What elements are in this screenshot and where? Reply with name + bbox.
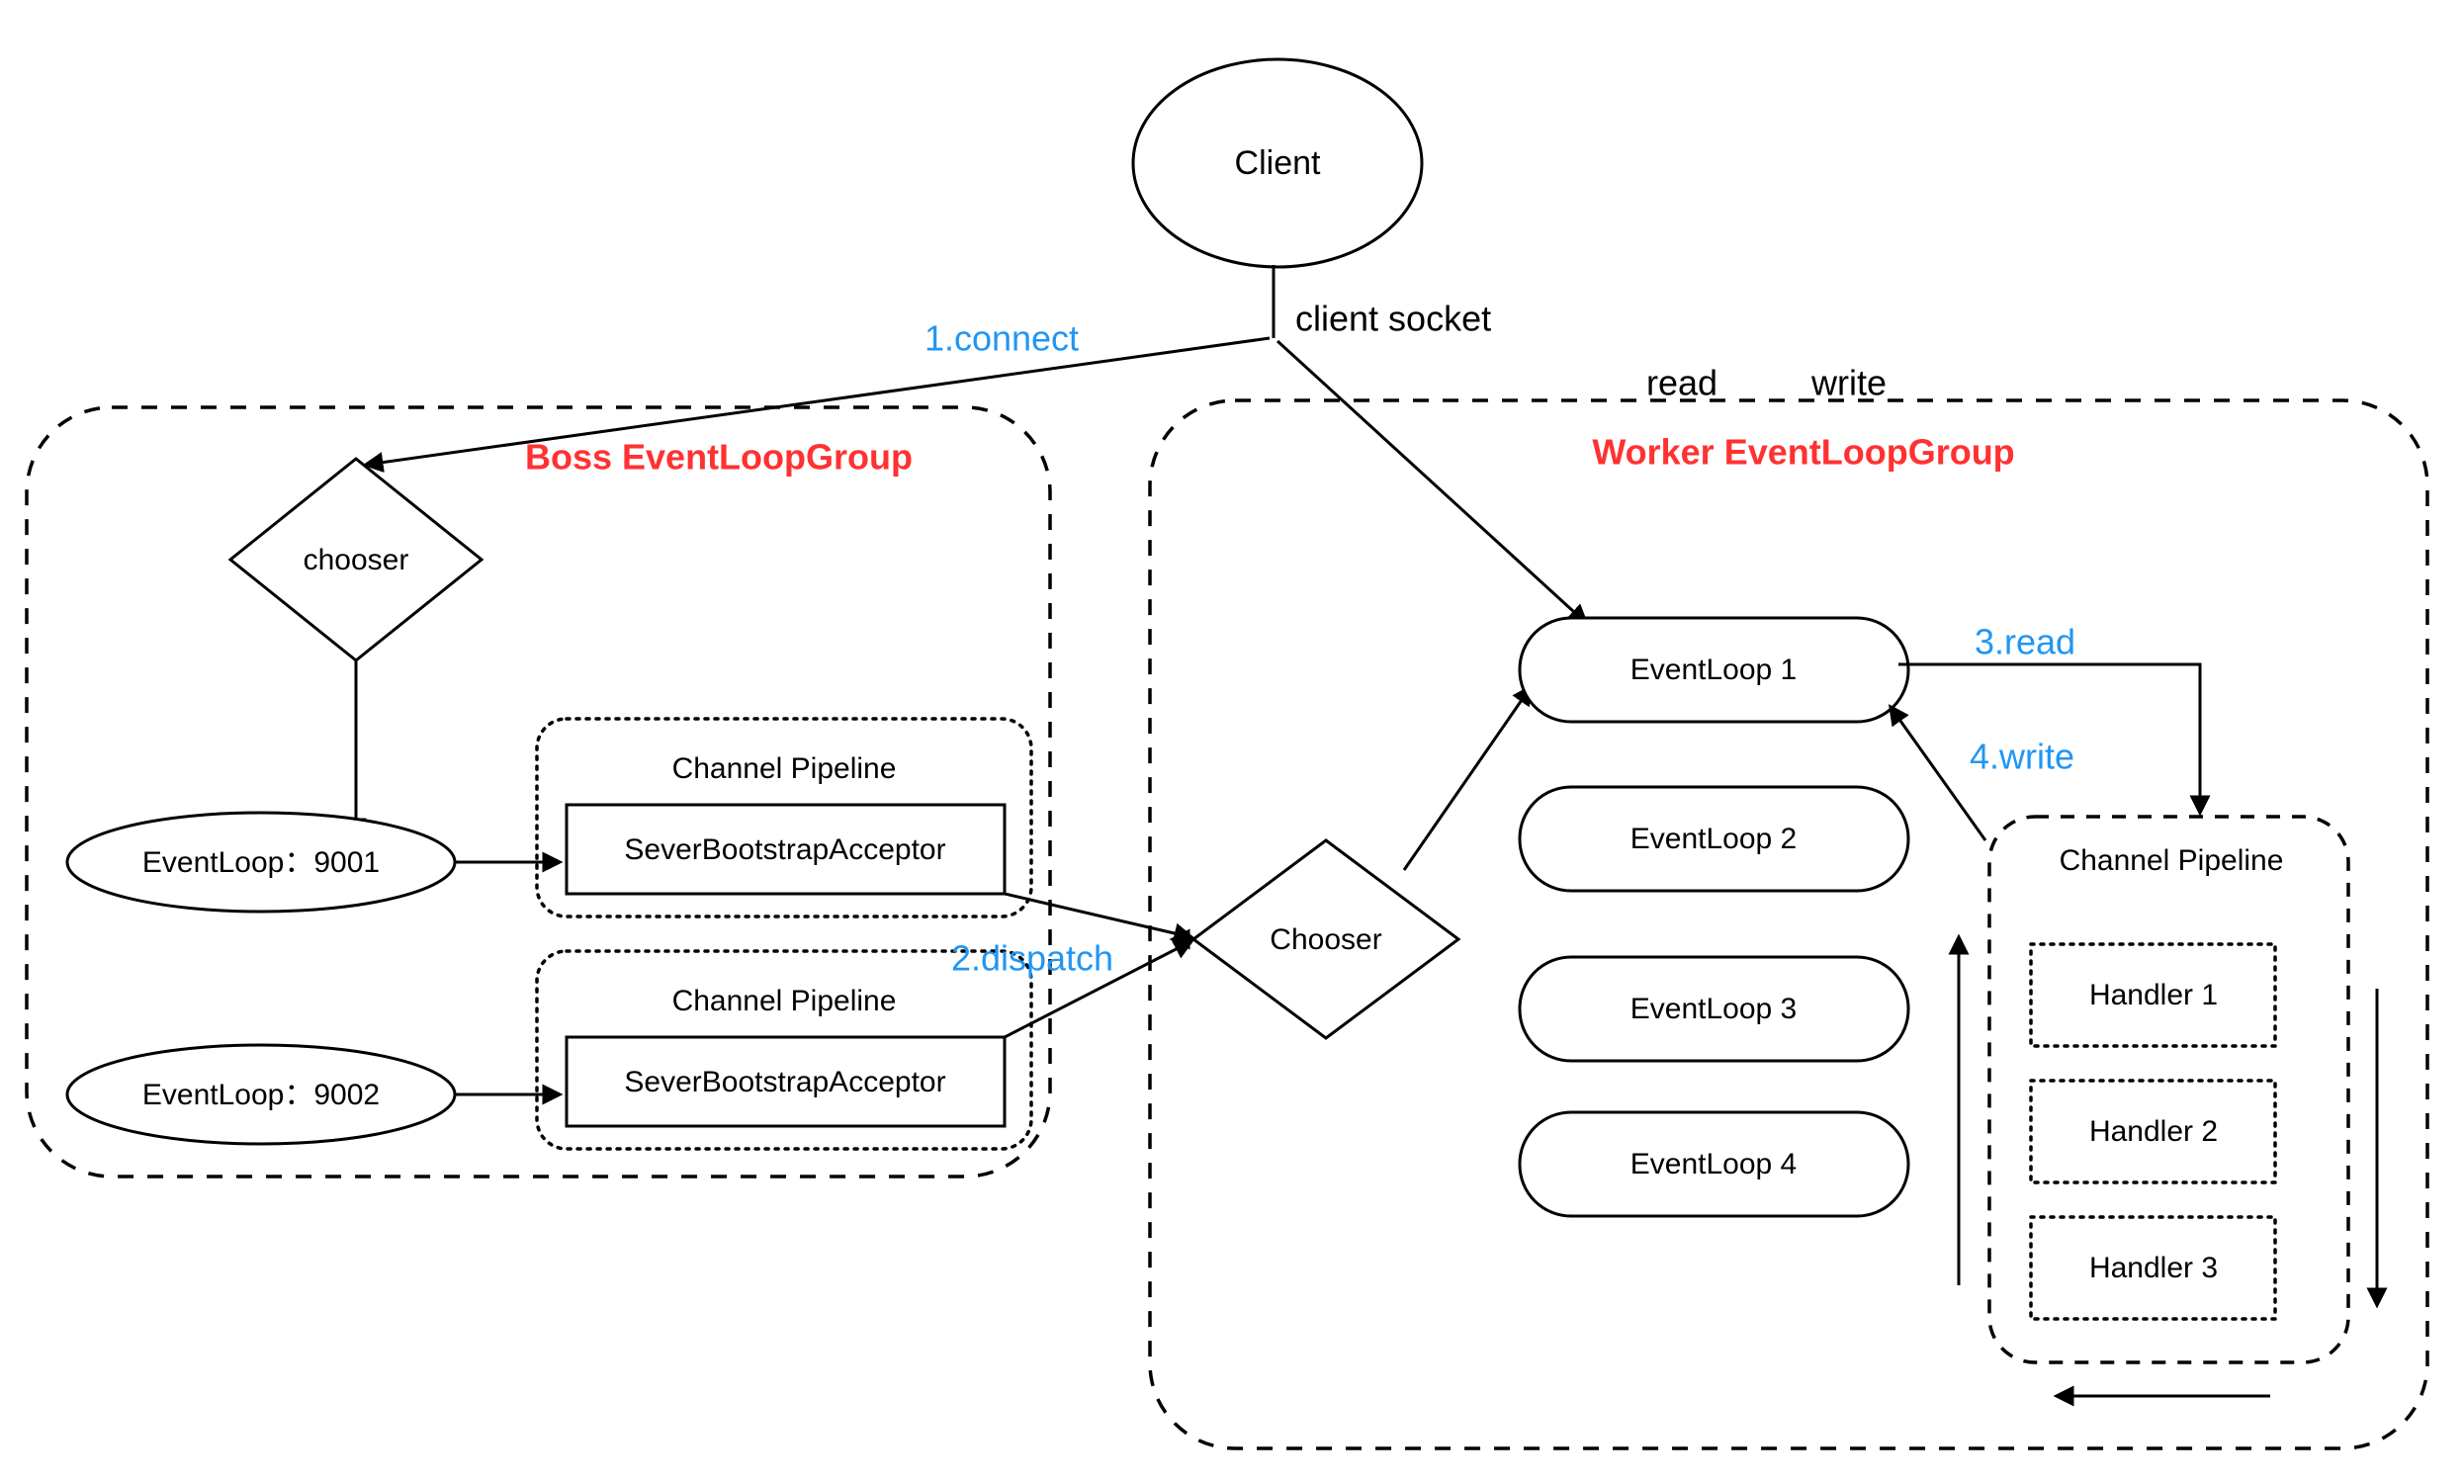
worker-handler-3-box[interactable] xyxy=(2029,1215,2277,1321)
boss-acceptor-1-box[interactable] xyxy=(565,803,1007,896)
boss-chooser-label: chooser xyxy=(304,544,409,576)
worker-eventloop-1-node[interactable] xyxy=(1518,616,1910,724)
worker-handler-1-label: Handler 1 xyxy=(2089,979,2218,1011)
connect-edge xyxy=(362,336,1271,473)
read-label: read xyxy=(1646,363,1717,403)
read-step-label: 3.read xyxy=(1975,622,2075,662)
boss-channel-pipeline-1-title: Channel Pipeline xyxy=(672,752,897,785)
boss-channel-pipeline-1 xyxy=(535,717,1033,918)
boss-channel-pipeline-2-title: Channel Pipeline xyxy=(672,985,897,1017)
worker-eventloop-3-node[interactable] xyxy=(1518,955,1910,1063)
worker-eventloop-4-label: EventLoop 4 xyxy=(1630,1148,1797,1180)
worker-chooser-node[interactable] xyxy=(1190,838,1461,1040)
boss-eventloop-9001-label: EventLoop：9001 xyxy=(142,846,380,879)
client-node[interactable] xyxy=(1131,57,1424,269)
dispatch-edge-from-pipeline-1 xyxy=(1004,892,1195,944)
worker-chooser-label: Chooser xyxy=(1270,923,1381,956)
boss-eventloop-9002-label: EventLoop：9002 xyxy=(142,1079,380,1111)
write-label: write xyxy=(1810,363,1887,403)
worker-chooser-to-eventloop-1-edge xyxy=(1402,684,1533,871)
dispatch-edge-from-pipeline-2 xyxy=(1004,939,1195,1039)
boss-eventloopgroup-container xyxy=(25,405,1052,1178)
worker-handler-1-box[interactable] xyxy=(2029,942,2277,1048)
worker-channel-pipeline-title: Channel Pipeline xyxy=(2060,844,2284,877)
write-edge xyxy=(1888,704,1987,841)
boss-eventloop-9002-node[interactable] xyxy=(65,1043,457,1146)
boss-channel-pipeline-2 xyxy=(535,949,1033,1151)
worker-eventloop-1-label: EventLoop 1 xyxy=(1630,654,1797,686)
worker-eventloop-3-label: EventLoop 3 xyxy=(1630,993,1797,1025)
boss-eventloop-9001-node[interactable] xyxy=(65,811,457,914)
boss-acceptor-2-label: SeverBootstrapAcceptor xyxy=(624,1066,945,1098)
worker-eventloopgroup-title: Worker EventLoopGroup xyxy=(1592,432,2014,473)
worker-handler-2-box[interactable] xyxy=(2029,1079,2277,1184)
client-node-label: Client xyxy=(1235,144,1321,182)
worker-eventloop-2-node[interactable] xyxy=(1518,785,1910,893)
worker-handler-2-label: Handler 2 xyxy=(2089,1115,2218,1148)
worker-eventloop-2-label: EventLoop 2 xyxy=(1630,823,1797,855)
client-socket-label: client socket xyxy=(1295,299,1491,339)
connect-step-label: 1.connect xyxy=(924,318,1079,359)
worker-channel-pipeline xyxy=(1987,815,2350,1364)
boss-acceptor-1-label: SeverBootstrapAcceptor xyxy=(624,833,945,866)
boss-acceptor-2-box[interactable] xyxy=(565,1035,1007,1128)
read-edge xyxy=(1898,662,2211,817)
client-socket-to-eventloop-1-edge xyxy=(1276,339,1589,626)
worker-eventloop-4-node[interactable] xyxy=(1518,1110,1910,1218)
boss-eventloopgroup-title: Boss EventLoopGroup xyxy=(525,437,913,478)
worker-handler-3-label: Handler 3 xyxy=(2089,1252,2218,1284)
write-step-label: 4.write xyxy=(1970,737,2074,777)
dispatch-step-label: 2.dispatch xyxy=(951,938,1113,979)
